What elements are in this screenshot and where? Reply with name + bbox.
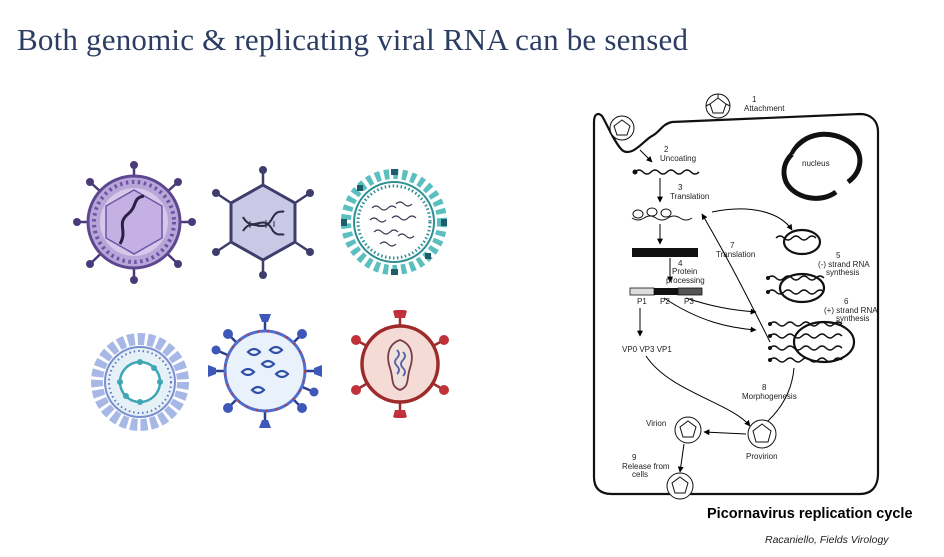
step5-label-a: (-) strand RNA <box>818 260 870 269</box>
step8-label: Morphogenesis <box>742 392 797 401</box>
influenza-like-virus-icon <box>341 169 447 275</box>
step4-label-b: processing <box>666 276 705 285</box>
polyprotein-bar <box>632 248 698 257</box>
diagram-caption: Picornavirus replication cycle <box>707 506 913 522</box>
p3-label: P3 <box>684 297 694 306</box>
vp-label: VP0 VP3 VP1 <box>622 345 672 354</box>
step6-label-a: (+) strand RNA <box>824 306 878 315</box>
ribosomes-on-rna <box>631 207 693 221</box>
step3-number: 3 <box>678 183 683 192</box>
step5-number: 5 <box>836 251 841 260</box>
step7-label: Translation <box>716 250 755 259</box>
step6-label-b: synthesis <box>836 314 869 323</box>
step2-number: 2 <box>664 145 669 154</box>
lentivirus-like-virus-icon <box>351 310 449 418</box>
step6-number: 6 <box>844 297 849 306</box>
step9-label-a: Release from <box>622 462 670 471</box>
provirion-label: Provirion <box>746 452 778 461</box>
step4-number: 4 <box>678 259 683 268</box>
replication-complexes <box>778 228 856 364</box>
nucleocapsid-virus-icon <box>91 333 189 431</box>
cell-membrane <box>592 112 880 496</box>
nucleus-label: nucleus <box>802 159 830 168</box>
enveloped-icosahedral-virus-icon <box>73 161 196 284</box>
naked-icosahedral-dna-virus-icon <box>212 166 314 279</box>
nucleus <box>781 131 863 201</box>
step1-label: Attachment <box>744 104 785 113</box>
virion-icon <box>674 416 702 444</box>
step9-label-b: cells <box>632 470 648 479</box>
step8-number: 8 <box>762 383 767 392</box>
p1-label: P1 <box>637 297 647 306</box>
step4-label-a: Protein <box>672 267 697 276</box>
step5-label-b: synthesis <box>826 268 859 277</box>
uncoating-virion-icon <box>609 115 635 141</box>
replicating-rna-strands <box>767 235 843 363</box>
step2-label: Uncoating <box>660 154 696 163</box>
attaching-virion-icon <box>705 93 731 119</box>
genomic-rna <box>634 169 700 175</box>
virus-gallery <box>60 150 450 431</box>
step9-number: 9 <box>632 453 637 462</box>
virion-label: Virion <box>646 419 666 428</box>
released-virion-icon <box>666 472 694 500</box>
replication-cycle-diagram: nucleus 1 Attachment 2 Uncoating 3 Trans… <box>592 93 880 500</box>
processed-proteins <box>629 287 703 296</box>
step1-number: 1 <box>752 95 757 104</box>
slide-title: Both genomic & replicating viral RNA can… <box>17 22 689 57</box>
coronavirus-like-virus-icon <box>208 314 322 428</box>
step7-number: 7 <box>730 241 735 250</box>
step3-label: Translation <box>670 192 709 201</box>
diagram-credit: Racaniello, Fields Virology <box>765 534 889 546</box>
provirion-icon <box>747 419 777 449</box>
p2-label: P2 <box>660 297 670 306</box>
